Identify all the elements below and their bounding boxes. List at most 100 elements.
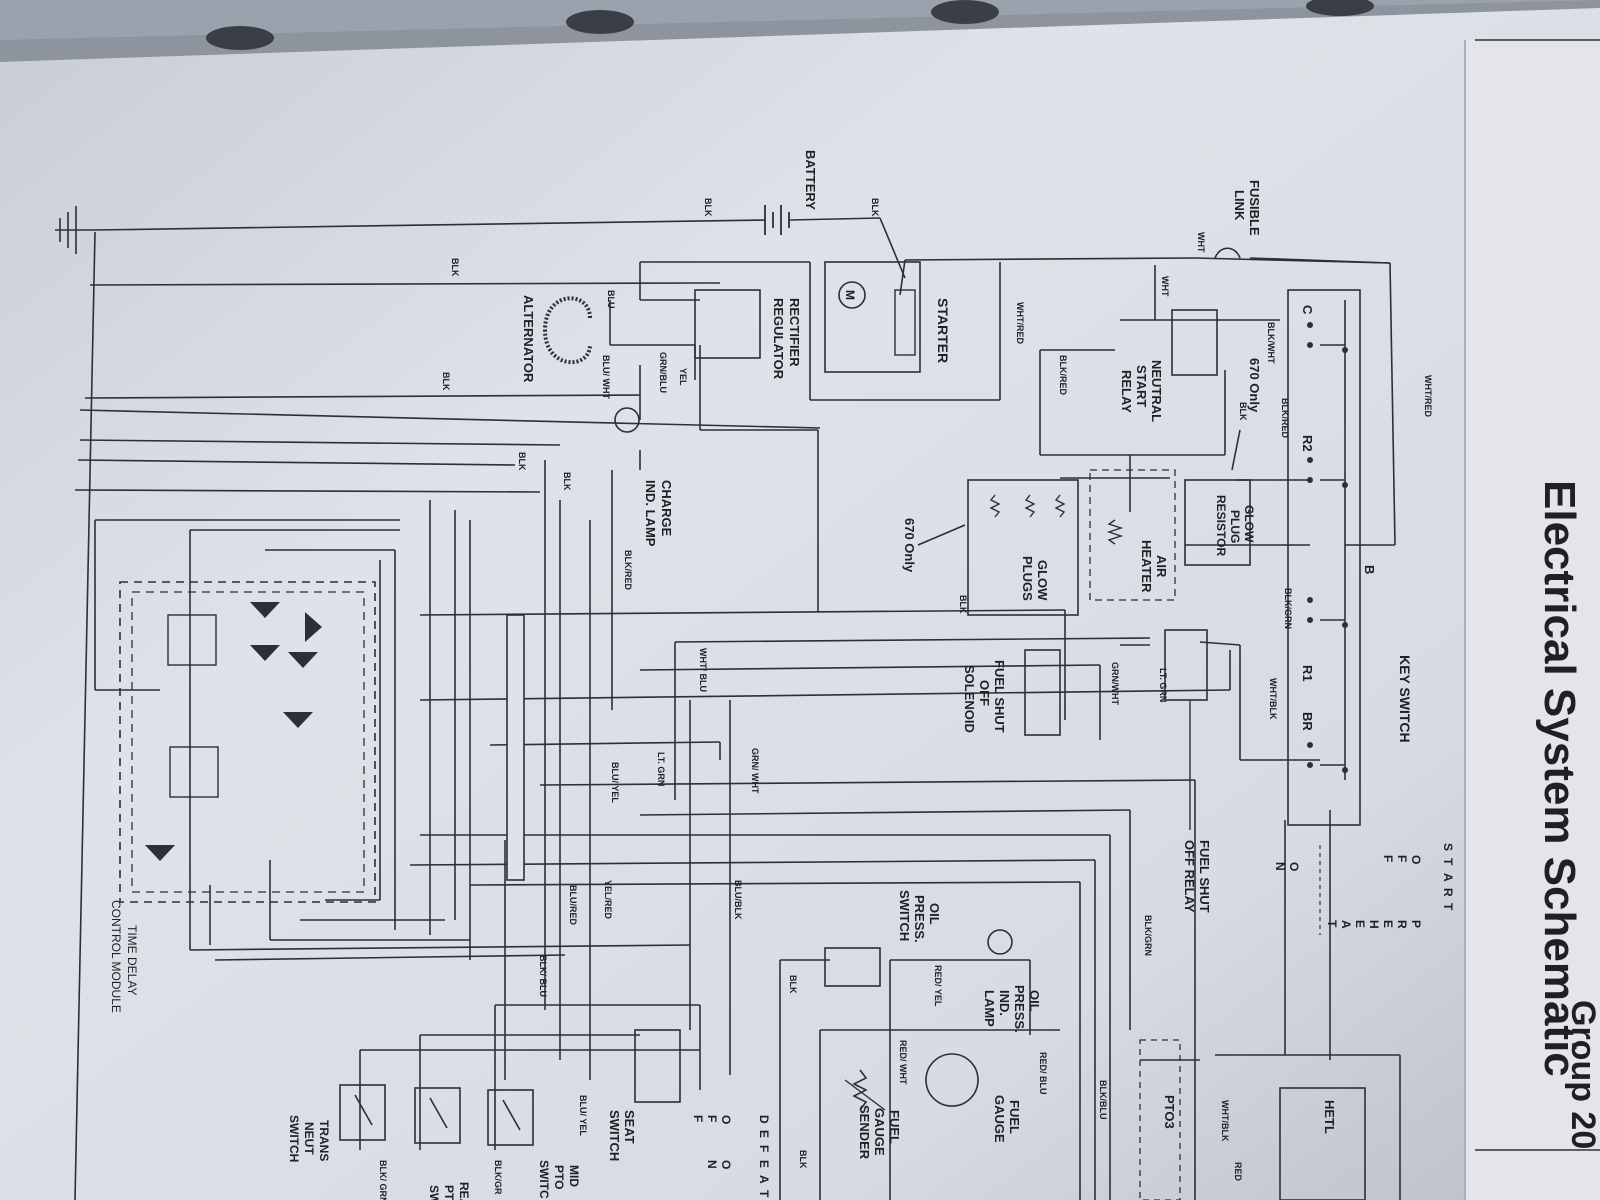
seat-positions: O F F O N D E F E A T — [691, 1115, 771, 1198]
svg-text:LT. GRN: LT. GRN — [656, 752, 666, 786]
svg-text:N: N — [705, 1160, 719, 1169]
svg-text:BLK: BLK — [788, 975, 798, 994]
fuel-gauge-label: GAUGE — [992, 1095, 1007, 1143]
charge-lamp-icon — [614, 407, 640, 433]
svg-text:E: E — [757, 1160, 771, 1168]
binder-hole-icon — [206, 26, 274, 50]
svg-text:F: F — [1395, 855, 1409, 862]
binder-hole-icon — [566, 10, 634, 34]
starter-solenoid — [894, 289, 916, 356]
rectifier-regulator — [694, 289, 761, 359]
svg-text:WHT/ BLU: WHT/ BLU — [698, 648, 708, 692]
seat-switch-label: SWITCH — [607, 1110, 622, 1161]
terminal-b: B — [1362, 565, 1377, 574]
air-heater-icon — [1106, 519, 1124, 545]
svg-text:E: E — [1381, 920, 1395, 928]
svg-text:RED/ WHT: RED/ WHT — [898, 1040, 908, 1085]
oil-lamp-label: OIL — [1027, 990, 1042, 1012]
motor-label: M — [843, 290, 857, 300]
air-heater-label: HEATER — [1139, 540, 1154, 593]
time-delay-label: TIME DELAY — [125, 925, 139, 995]
svg-text:A: A — [757, 1175, 771, 1184]
trans-switch-label: SWITCH — [287, 1115, 301, 1162]
svg-text:BLK/GR: BLK/GR — [493, 1160, 503, 1195]
svg-text:N: N — [1273, 862, 1287, 871]
alternator-label: ALTERNATOR — [521, 295, 536, 383]
svg-text:LT. GRN: LT. GRN — [1158, 668, 1168, 702]
svg-text:O: O — [719, 1160, 733, 1169]
binder-rings — [206, 0, 1374, 50]
neutral-relay-label: NEUTRAL — [1149, 360, 1164, 422]
glow-plugs-label: PLUGS — [1020, 556, 1035, 601]
svg-text:R: R — [1395, 920, 1409, 929]
page-group: Group 20 — [1564, 1000, 1600, 1149]
svg-text:WHT/RED: WHT/RED — [1015, 302, 1025, 344]
oil-pressure-switch — [824, 947, 881, 987]
svg-text:GRN/WHT: GRN/WHT — [1110, 662, 1120, 705]
svg-text:P: P — [1409, 920, 1423, 928]
svg-text:BLU/BLK: BLU/BLK — [733, 880, 743, 920]
svg-text:YEL: YEL — [678, 368, 688, 386]
svg-text:RED: RED — [1233, 1162, 1243, 1182]
oil-switch-label: PRESS. — [912, 895, 927, 943]
pto3-box — [1139, 1039, 1181, 1200]
svg-text:T: T — [1441, 903, 1455, 911]
fuel-shutoff-relay — [1164, 629, 1208, 701]
svg-text:R: R — [1441, 888, 1455, 897]
page-edge-shadow — [0, 0, 1600, 62]
starter-label: STARTER — [935, 298, 951, 363]
svg-text:BLK/BLU: BLK/BLU — [1098, 1080, 1108, 1120]
fusible-link-label: LINK — [1232, 190, 1247, 221]
terminal-r2: R2 — [1300, 435, 1315, 452]
fuel-sender-label: FUEL — [887, 1110, 902, 1144]
oil-lamp-label: PRESS. — [1012, 985, 1027, 1033]
svg-text:BLU/ YEL: BLU/ YEL — [610, 762, 620, 803]
fuel-shutoff-solenoid — [1024, 649, 1061, 736]
svg-text:S: S — [1441, 843, 1455, 851]
glow-resistor-label: PLUG — [1228, 510, 1242, 543]
battery-label: BATTERY — [803, 150, 818, 210]
key-positions-legend: S T A R T P R E H E A T O F F O N — [1273, 843, 1455, 929]
rear-pto-label: PT — [442, 1185, 456, 1200]
svg-text:BLK/RED: BLK/RED — [1058, 355, 1068, 395]
battery — [764, 205, 790, 235]
air-heater-box — [1089, 469, 1176, 601]
svg-text:F: F — [757, 1145, 771, 1152]
only-670-label: 670 Only — [902, 518, 917, 573]
fuel-solenoid-label: FUEL SHUT — [992, 660, 1007, 733]
pto3-label: PTO3 — [1162, 1095, 1177, 1129]
svg-text:E: E — [757, 1130, 771, 1138]
svg-text:BLK/GRN: BLK/GRN — [1143, 915, 1153, 956]
fuel-solenoid-label: OFF — [977, 680, 992, 706]
fuel-gauge-icon — [925, 1053, 979, 1107]
svg-text:YEL/RED: YEL/RED — [603, 880, 613, 920]
svg-text:RED/ YEL: RED/ YEL — [933, 965, 943, 1007]
svg-text:A: A — [1441, 873, 1455, 882]
mid-pto-label: PTO — [552, 1165, 566, 1189]
fusible-link-icon — [1214, 247, 1241, 259]
fuel-gauge-label: FUEL — [1007, 1100, 1022, 1134]
oil-switch-label: OIL — [927, 903, 942, 925]
svg-text:GRN/ WHT: GRN/ WHT — [750, 748, 760, 794]
svg-text:BLK/WHT: BLK/WHT — [1266, 322, 1276, 364]
svg-text:F: F — [705, 1115, 719, 1122]
svg-text:D: D — [757, 1115, 771, 1124]
time-delay-module-inner — [131, 591, 365, 893]
svg-text:BLU/ YEL: BLU/ YEL — [578, 1095, 588, 1136]
hetl-switch — [1279, 1087, 1366, 1200]
svg-text:T: T — [1441, 858, 1455, 866]
right-page-edge — [1465, 40, 1600, 1200]
glow-resistor-label: GLOW — [1242, 505, 1256, 543]
neutral-relay-label: RELAY — [1119, 370, 1134, 413]
connector-block — [506, 614, 525, 881]
key-switch-contacts — [1307, 322, 1348, 773]
svg-text:BLK/ BLU: BLK/ BLU — [538, 955, 548, 997]
svg-text:BLK: BLK — [870, 198, 880, 217]
rectifier-label: REGULATOR — [771, 298, 786, 380]
key-switch-wiring — [1320, 300, 1346, 780]
fuel-relay-label: FUEL SHUT — [1197, 840, 1212, 913]
svg-text:T: T — [1325, 920, 1339, 928]
svg-text:BLK: BLK — [1238, 402, 1248, 421]
